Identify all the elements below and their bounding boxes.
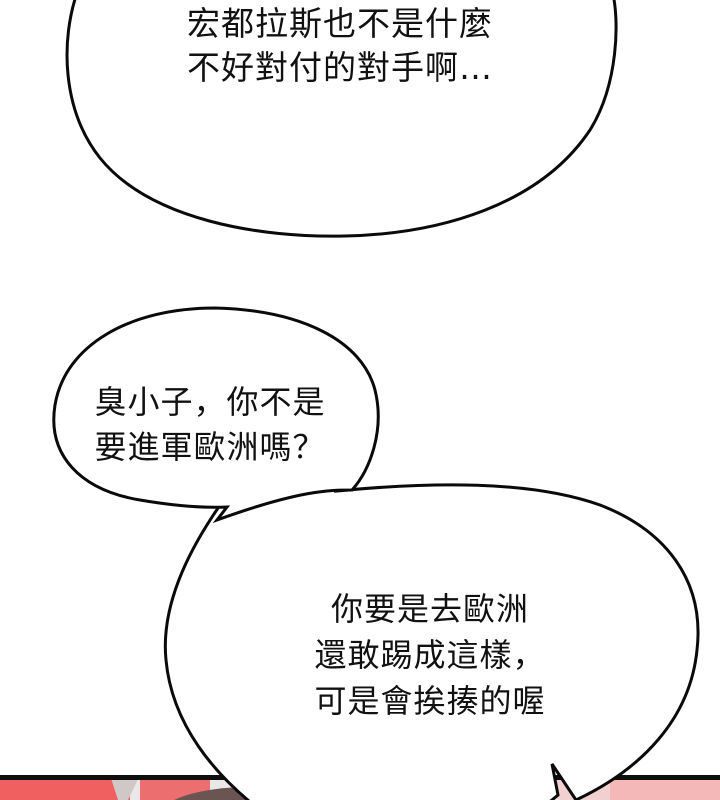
speech-bubble-3-text: 你要是去歐洲 還敢踢成這樣， 可是會挨揍的喔 [270, 586, 590, 724]
dialogue-line: 要進軍歐洲嗎？ [94, 428, 326, 466]
speech-bubble-1 [65, 0, 618, 238]
speech-bubble-2 [52, 306, 380, 524]
speech-bubble-1-text: 宏都拉斯也不是什麼 不好對付的對手啊… [150, 2, 530, 90]
speech-bubble-3 [163, 467, 700, 800]
dialogue-line: 你要是去歐洲 [330, 590, 529, 628]
dialogue-line: 臭小子，你不是 [94, 383, 326, 421]
speech-bubble-2-text: 臭小子，你不是 要進軍歐洲嗎？ [70, 380, 350, 470]
dialogue-line: 還敢踢成這樣， [314, 636, 546, 674]
dialogue-line: 可是會挨揍的喔 [314, 682, 546, 720]
dialogue-line: 宏都拉斯也不是什麼 [187, 4, 493, 43]
dialogue-line: 不好對付的對手啊… [187, 48, 493, 87]
